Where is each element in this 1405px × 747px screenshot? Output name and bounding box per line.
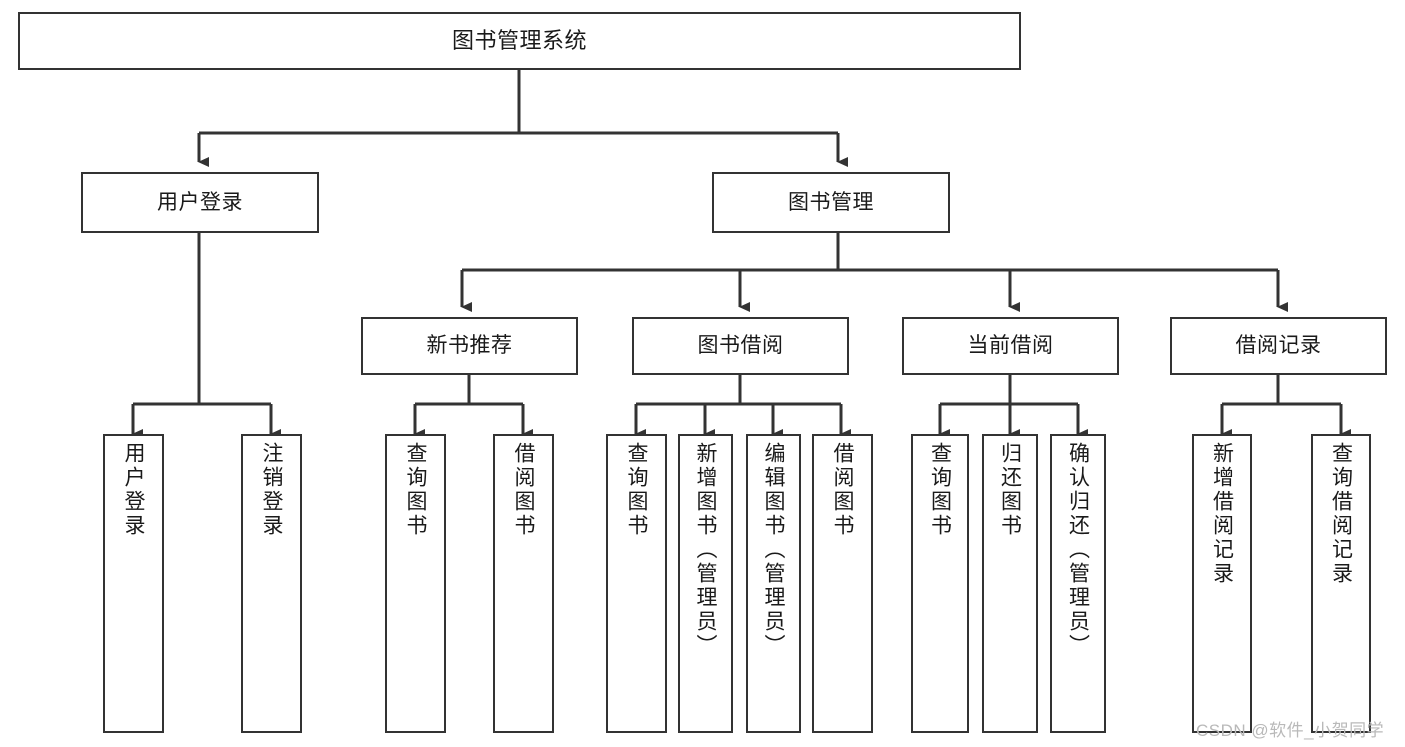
leaf-add-book-admin[interactable]: 新增图书（管理员） <box>678 434 733 733</box>
leaf-query-book-borrow[interactable]: 查询图书 <box>606 434 667 733</box>
node-label: 查询图书 <box>404 442 427 538</box>
leaf-edit-book-admin[interactable]: 编辑图书（管理员） <box>746 434 801 733</box>
leaf-logout[interactable]: 注销登录 <box>241 434 302 733</box>
node-new-book-recommendation[interactable]: 新书推荐 <box>361 317 578 375</box>
node-label: 借阅记录 <box>1235 334 1322 358</box>
leaf-confirm-return-admin[interactable]: 确认归还（管理员） <box>1050 434 1106 733</box>
node-label: 用户登录 <box>157 190 243 214</box>
node-user-login[interactable]: 用户登录 <box>81 172 319 233</box>
node-label: 用户登录 <box>122 442 145 538</box>
leaf-query-borrowing-record[interactable]: 查询借阅记录 <box>1311 434 1371 733</box>
node-label: 图书借阅 <box>697 334 784 358</box>
node-label: 图书管理系统 <box>451 27 587 53</box>
node-label: 借阅图书 <box>512 442 535 538</box>
leaf-borrow-book-new[interactable]: 借阅图书 <box>493 434 554 733</box>
node-label: 注销登录 <box>260 442 283 538</box>
leaf-query-book-current[interactable]: 查询图书 <box>911 434 969 733</box>
node-label: 新增借阅记录 <box>1210 442 1234 586</box>
node-label: 确认归还（管理员） <box>1066 442 1090 658</box>
node-label: 当前借阅 <box>967 334 1054 358</box>
leaf-return-book[interactable]: 归还图书 <box>982 434 1038 733</box>
leaf-borrow-book[interactable]: 借阅图书 <box>812 434 873 733</box>
node-label: 编辑图书（管理员） <box>762 442 785 658</box>
node-current-borrowing[interactable]: 当前借阅 <box>902 317 1119 375</box>
node-book-borrowing[interactable]: 图书借阅 <box>632 317 849 375</box>
node-label: 归还图书 <box>998 442 1022 538</box>
node-label: 新书推荐 <box>426 334 513 358</box>
node-root-book-management-system[interactable]: 图书管理系统 <box>18 12 1021 70</box>
node-label: 查询图书 <box>928 442 952 538</box>
node-label: 查询借阅记录 <box>1329 442 1353 586</box>
node-label: 查询图书 <box>625 442 648 538</box>
node-book-management[interactable]: 图书管理 <box>712 172 950 233</box>
leaf-query-book-new[interactable]: 查询图书 <box>385 434 446 733</box>
node-label: 新增图书（管理员） <box>694 442 717 658</box>
node-label: 借阅图书 <box>831 442 854 538</box>
node-label: 图书管理 <box>788 190 874 214</box>
node-borrowing-record[interactable]: 借阅记录 <box>1170 317 1387 375</box>
leaf-add-borrowing-record[interactable]: 新增借阅记录 <box>1192 434 1252 733</box>
leaf-user-login[interactable]: 用户登录 <box>103 434 164 733</box>
